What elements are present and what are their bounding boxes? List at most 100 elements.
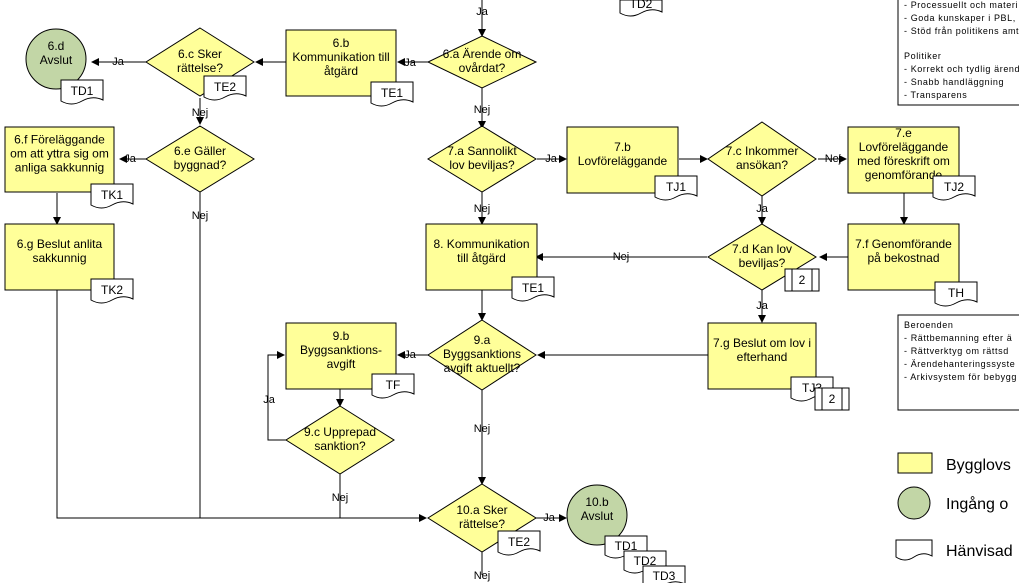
beroenden-panel <box>897 314 1019 411</box>
connector <box>56 290 427 522</box>
process-doc-label: TK2 <box>101 283 123 297</box>
decision-diamond <box>427 319 537 391</box>
process-text-line: Lovföreläggande <box>578 154 668 168</box>
decision-diamond <box>427 125 537 193</box>
decision-text-line: 6.e Gäller <box>174 144 226 158</box>
process-text-line: genomförande <box>865 168 943 182</box>
process-doc-icon <box>511 276 555 302</box>
process-doc-icon <box>932 175 976 201</box>
process-text-line: 8. Kommunikation <box>433 237 529 251</box>
politiker-title: Politiker <box>904 51 941 61</box>
edge-label-ja: Ja <box>263 394 276 406</box>
connector-lines <box>53 0 908 575</box>
beroenden-title: Beroenden <box>904 320 953 330</box>
info-panel-line: - Stöd från politikens amt <box>904 26 1019 36</box>
decision-doc-label: TE2 <box>214 80 236 94</box>
edge-label-nej: Nej <box>332 492 349 504</box>
decision-doc-label: TE2 <box>508 535 530 549</box>
edge-label-ja: Ja <box>124 153 137 165</box>
beroenden-line: - Arkivsystem för bebygg <box>904 372 1017 382</box>
edge-label-nej: Nej <box>474 203 491 215</box>
process-text-line: Lovföreläggande <box>859 140 949 154</box>
legend-circle-swatch <box>897 486 931 520</box>
decision-doc-icon <box>203 75 247 101</box>
politiker-line: - Transparens <box>904 90 967 100</box>
process-doc-icon <box>371 373 415 399</box>
step-10b-doc-label: TD1 <box>615 539 638 553</box>
process-doc-label: TJ1 <box>666 180 686 194</box>
top-ref-doc-label: TD2 <box>630 0 653 11</box>
politiker-line: - Korrekt och tydlig ärend <box>904 64 1019 74</box>
decision-text-line: ansökan? <box>736 158 788 172</box>
connector <box>267 351 286 441</box>
decision-text-line: ovårdat? <box>459 61 506 75</box>
process-text-line: till åtgärd <box>457 251 506 265</box>
decision-diamond <box>145 125 255 193</box>
decision-diamond <box>285 405 395 475</box>
legend-circle-label: Ingång o <box>946 495 1008 513</box>
process-text-line: 6.b <box>333 36 350 50</box>
terminal-doc-icon <box>60 79 104 105</box>
beroenden-line: - Rättverktyg om rättsd <box>904 346 1009 356</box>
process-text-line: anliga sakkunnig <box>15 161 104 175</box>
edge-label-nej: Nej <box>474 104 491 116</box>
process-doc-icon <box>90 278 134 304</box>
process-text-line: 7.f Genomförande <box>855 237 952 251</box>
decision-text-line: 9.a <box>474 333 491 347</box>
process-text-line: 6.g Beslut anlita <box>17 237 103 251</box>
edge-label-nej: Nej <box>474 570 491 582</box>
edge-label-ja: Ja <box>476 6 489 18</box>
decision-text-line: rättelse? <box>459 517 505 531</box>
step-7g-ref-chip <box>814 387 850 411</box>
process-text-line: 7.b <box>614 140 631 154</box>
process-doc-label: TF <box>386 378 401 392</box>
process-text-line: på bekostnad <box>867 251 939 265</box>
process-text-line: Kommunikation till <box>292 50 389 64</box>
legend-box-swatch <box>897 452 933 474</box>
process-text-line: 7.g Beslut om lov i <box>713 336 811 350</box>
decision-text-line: 9.c Upprepad <box>304 425 376 439</box>
decision-text-line: 7.d Kan lov <box>732 242 792 256</box>
edge-label-ja: Ja <box>756 300 769 312</box>
edge-label-ja: Ja <box>545 153 558 165</box>
terminal-text-line: 10.b <box>585 495 609 509</box>
edge-label-nej: Nej <box>474 423 491 435</box>
step-10b-doc-icon <box>642 565 686 583</box>
process-doc-icon <box>90 183 134 209</box>
step-7d-ref-number: 2 <box>799 273 806 287</box>
process-text-line: åtgärd <box>324 64 358 78</box>
decision-text-line: byggnad? <box>174 158 227 172</box>
info-panel-top <box>897 0 1019 106</box>
beroenden-line: - Rättbemanning efter ä <box>904 333 1012 343</box>
edge-label-nej: Nej <box>192 107 209 119</box>
side-panels: - Processuellt och materi- Goda kunskape… <box>897 0 1019 411</box>
decision-text-line: 6.c Sker <box>178 47 222 61</box>
step-10b-doc-label: TD3 <box>653 569 676 583</box>
decision-text-line: 7.c Inkommer <box>726 144 799 158</box>
terminal-circle <box>25 28 87 90</box>
decision-text-line: sanktion? <box>314 439 366 453</box>
legend-doc-label: Hänvisad <box>946 543 1013 560</box>
process-doc-icon <box>370 81 414 107</box>
edge-label-ja: Ja <box>404 349 417 361</box>
decision-doc-icon <box>497 530 541 556</box>
decision-diamond <box>707 121 817 197</box>
